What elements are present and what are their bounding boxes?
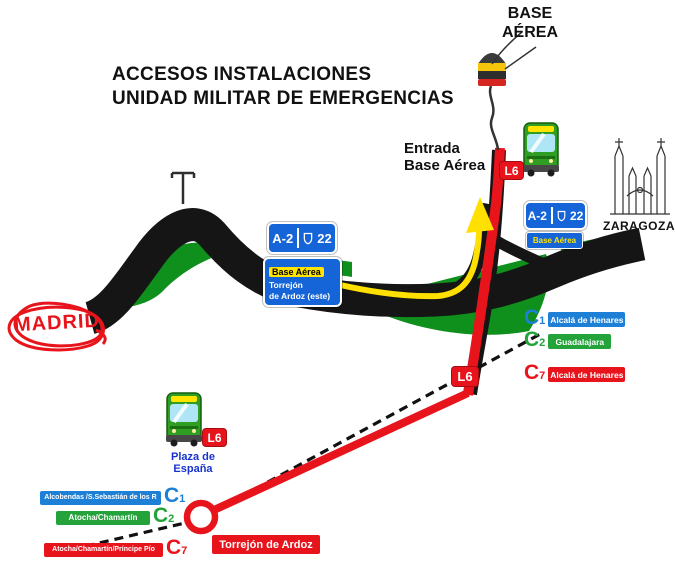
exit-sign-east: A-2 22 bbox=[524, 201, 587, 230]
map-title-line1: ACCESOS INSTALACIONES bbox=[112, 64, 372, 85]
l6-badge-junction: L6 bbox=[452, 367, 478, 386]
bus-stop-base bbox=[522, 120, 560, 183]
lamppost-icon bbox=[170, 171, 196, 204]
base-aerea-chip: Base Aérea bbox=[269, 267, 324, 277]
cercanias-c7-icon: C7 bbox=[524, 361, 546, 384]
station-circle bbox=[183, 499, 219, 535]
base-north-line bbox=[491, 31, 523, 65]
rail-line-label: Atocha/Chamartín bbox=[56, 510, 150, 525]
dest-east-text: Base Aérea bbox=[532, 236, 577, 245]
rail-line-label: Alcalá de Henares bbox=[548, 367, 626, 382]
rail-line-c1-west: Alcobendas /S.Sebastián de los R C1 bbox=[40, 484, 186, 510]
madrid-label: MADRID bbox=[13, 309, 101, 337]
exit-sign-east-row: A-2 22 bbox=[526, 203, 585, 228]
railway-line bbox=[55, 330, 545, 555]
entrada-line2: Base Aérea bbox=[404, 157, 486, 174]
exit-number-east: 22 bbox=[569, 208, 584, 223]
rail-line-label: Atocha/Chamartín/Príncipe Pío bbox=[44, 542, 163, 557]
torrejon-station-label: Torrejón de Ardoz bbox=[212, 535, 320, 554]
gate-road bbox=[488, 85, 500, 151]
map-title: ACCESOS INSTALACIONES UNIDAD MILITAR DE … bbox=[112, 63, 454, 111]
base-link-line bbox=[504, 46, 537, 70]
bus-icon bbox=[166, 392, 202, 447]
base-aerea-line2: AÉREA bbox=[501, 24, 558, 41]
plaza-line1: Plaza de bbox=[170, 451, 216, 463]
bus-icon bbox=[523, 122, 559, 177]
bus-stop-plaza bbox=[163, 390, 205, 453]
checkpoint-icon bbox=[478, 53, 506, 86]
exit-shield-icon bbox=[303, 232, 313, 244]
map-title-line2: UNIDAD MILITAR DE EMERGENCIAS bbox=[112, 88, 454, 109]
sign-divider bbox=[297, 228, 300, 248]
l6-badge-top: L6 bbox=[500, 162, 523, 179]
exit-sign-west: A-2 22 bbox=[267, 222, 337, 254]
exit-shield-icon bbox=[557, 210, 566, 221]
madrid-scribble bbox=[7, 301, 107, 352]
plaza-line2: España bbox=[173, 463, 213, 475]
rail-line-c7-east: C7 Alcalá de Henares bbox=[524, 361, 626, 387]
entrada-line1: Entrada bbox=[404, 140, 460, 157]
cercanias-c2-icon: C2 bbox=[524, 328, 546, 351]
dest-west-line1: Torrejón bbox=[269, 280, 303, 290]
rail-line-c2-west: Atocha/Chamartín C2 bbox=[56, 504, 175, 530]
sign-divider bbox=[550, 207, 553, 224]
base-access-lanes bbox=[488, 31, 537, 151]
base-aerea-label: BASE AÉREA bbox=[492, 4, 568, 42]
zaragoza-skyline bbox=[610, 138, 670, 215]
entrada-label: Entrada Base Aérea bbox=[404, 140, 485, 174]
cercanias-c1-icon: C1 bbox=[164, 484, 186, 507]
plaza-espana-label: Plaza de España bbox=[160, 451, 226, 475]
zaragoza-label: ZARAGOZA bbox=[603, 219, 675, 233]
route-l6-south bbox=[212, 389, 470, 514]
route-l6-north bbox=[463, 147, 505, 396]
road-number-east: A-2 bbox=[527, 208, 547, 223]
dest-west-line2: de Ardoz (este) bbox=[269, 291, 331, 301]
cercanias-c1-icon: C1 bbox=[524, 306, 546, 329]
rail-line-label: Alcobendas /S.Sebastián de los R bbox=[40, 490, 161, 505]
exit-number-west: 22 bbox=[317, 230, 332, 246]
exit-sign-west-row: A-2 22 bbox=[269, 224, 335, 252]
bus-route-l6 bbox=[212, 147, 505, 514]
rail-line-label: Guadalajara bbox=[548, 334, 612, 349]
destination-sign-west: Base Aérea Torrejón de Ardoz (este) bbox=[263, 257, 342, 307]
rail-line-label: Alcalá de Henares bbox=[548, 312, 626, 327]
cercanias-c7-icon: C7 bbox=[166, 536, 188, 559]
base-aerea-line1: BASE bbox=[507, 5, 553, 22]
merge-ramp bbox=[492, 235, 559, 275]
cercanias-c2-icon: C2 bbox=[153, 504, 175, 527]
l6-badge-plaza: L6 bbox=[203, 429, 226, 446]
rail-line-c1-east: C1 Alcalá de Henares bbox=[524, 306, 626, 332]
rail-line-c7-west: Atocha/Chamartín/Príncipe Pío C7 bbox=[44, 536, 188, 561]
route-arrow bbox=[466, 197, 494, 233]
road-number-west: A-2 bbox=[272, 230, 294, 246]
rail-line-c2-east: C2 Guadalajara bbox=[524, 328, 612, 354]
destination-sign-east: Base Aérea bbox=[526, 232, 583, 249]
route-yellow bbox=[335, 229, 482, 300]
